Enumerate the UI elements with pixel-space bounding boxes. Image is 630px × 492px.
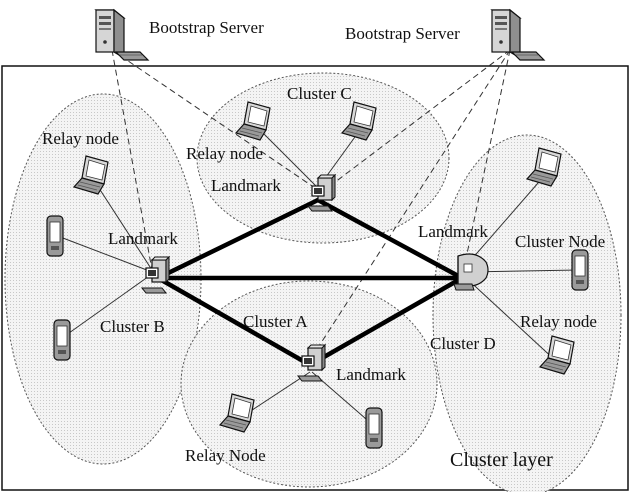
- landmark-label: Landmark: [211, 176, 281, 195]
- node-link: [463, 275, 558, 363]
- landmark-label: Landmark: [418, 222, 488, 241]
- backbone-link-c-d: [315, 197, 465, 281]
- cluster-b-label: Cluster B: [100, 317, 165, 336]
- landmark-label: Landmark: [108, 229, 178, 248]
- node-link: [463, 174, 546, 269]
- bootstrap-server-label: Bootstrap Server: [345, 24, 460, 43]
- relay-node-label: Relay node: [42, 129, 119, 148]
- node-link: [259, 129, 319, 189]
- bootstrap-server-label: Bootstrap Server: [149, 18, 264, 37]
- relay-node-label: Relay node: [186, 144, 263, 163]
- node-link: [54, 234, 153, 273]
- relay-node-label: Relay Node: [185, 446, 266, 465]
- bootstrap-link: [317, 49, 511, 196]
- pda-icon: [46, 215, 64, 257]
- cluster-c-label: Cluster C: [287, 84, 352, 103]
- bootstrap-link: [309, 49, 511, 361]
- bootstrap-link: [111, 49, 153, 271]
- backbone-link-a-d: [307, 275, 465, 368]
- server-tower-icon: [95, 9, 149, 61]
- cluster-d-label: Cluster D: [430, 334, 496, 353]
- cluster-a-label: Cluster A: [243, 312, 308, 331]
- backbone-link-b-c: [155, 197, 321, 281]
- pda-icon: [365, 407, 383, 449]
- bootstrap-link: [463, 49, 511, 269]
- cluster-layer-label: Cluster layer: [450, 449, 553, 471]
- cluster-d-region: [432, 134, 622, 492]
- landmark-label: Landmark: [336, 365, 406, 384]
- backbone-link-b-a: [155, 275, 313, 368]
- pda-icon: [571, 249, 589, 291]
- cluster-node-label: Cluster Node: [515, 232, 605, 251]
- pda-icon: [53, 319, 71, 361]
- node-link: [94, 181, 153, 271]
- server-tower-icon: [491, 9, 545, 61]
- relay-node-label: Relay node: [520, 312, 597, 331]
- bootstrap-link: [111, 49, 319, 191]
- node-link: [61, 273, 153, 339]
